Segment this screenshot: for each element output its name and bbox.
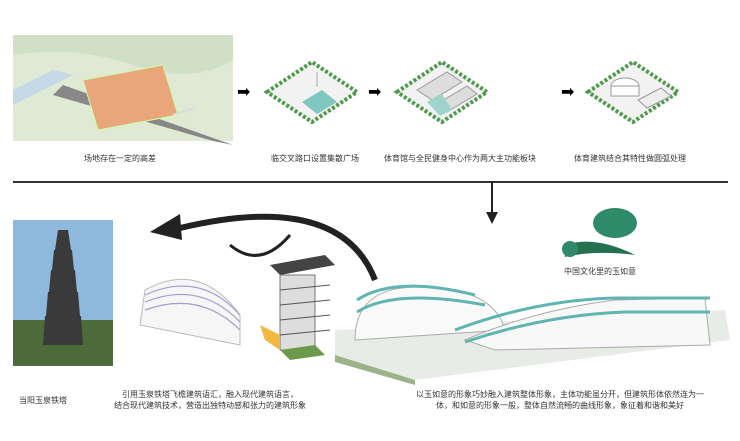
step-caption: 体育建筑结合其特性做圆弧处理 [574,154,686,163]
divider [13,181,728,183]
text-line: 引用玉泉铁塔飞檐建筑语汇，融入现代建筑语言， [122,390,298,399]
step-caption: 场地存在一定的高差 [84,154,156,163]
tower-description: 引用玉泉铁塔飞檐建筑语汇，融入现代建筑语言， 结合现代建筑技术，营造出独特动感和… [110,389,310,411]
function-blocks-diagram [393,59,491,125]
site-aerial-map [13,35,233,145]
text-line: 体，和如意的形象一般，整体自然流畅的曲线形象，象征着和谐和美好 [436,401,684,410]
step-caption: 临交叉路口设置集散广场 [271,154,359,163]
tower-photo [13,220,113,366]
text-line: 以玉如意的形象巧妙融入建筑整体形象，主体功能虽分开，但建筑形体依然连为一 [416,390,704,399]
tower-caption: 当阳玉泉铁塔 [19,396,67,405]
main-description: 以玉如意的形象巧妙融入建筑整体形象，主体功能虽分开，但建筑形体依然连为一 体，和… [415,389,705,411]
arrow-right-icon: ➡ [561,82,575,101]
text-line: 结合现代建筑技术，营造出独特动感和张力的建筑形象 [114,401,306,410]
jade-caption: 中国文化里的玉如意 [564,267,636,276]
building-render-left [139,278,241,346]
arrow-down-icon [486,182,498,224]
arrow-right-icon: ➡ [368,82,382,101]
arrow-right-icon: ➡ [237,82,251,101]
plaza-diagram [263,59,361,125]
curved-arrow-icon [150,213,378,282]
building-render-main [335,284,730,385]
step-caption: 体育馆与全民健身中心作为两大主功能板块 [384,154,536,163]
arc-treatment-diagram [584,59,682,125]
jade-ruyi-image [562,208,637,257]
facade-section-detail [260,255,335,360]
